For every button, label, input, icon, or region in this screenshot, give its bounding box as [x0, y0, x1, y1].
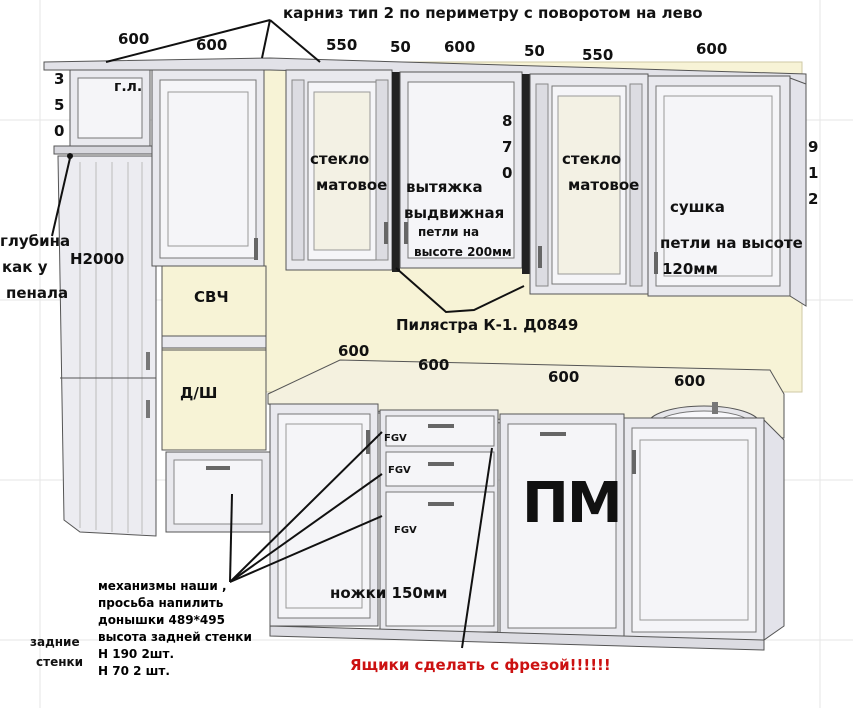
label-drawers-note: Ящики сделать с фрезой!!!!!! — [350, 656, 611, 674]
dim-mezz-1: 3 — [54, 70, 65, 88]
mechanisms-note: механизмы наши , просьба напилить донышк… — [98, 578, 252, 680]
label-legs: ножки 150мм — [330, 584, 448, 602]
note-line-6: Н 70 2 шт. — [98, 664, 170, 678]
label-dishwasher: Д/Ш — [180, 384, 218, 402]
label-hood-hinges-1: петли на — [418, 225, 480, 239]
label-hinges-right-2: 120мм — [662, 260, 718, 278]
dim-top-4: 50 — [390, 38, 411, 56]
dim-mezz-3: 0 — [54, 122, 65, 140]
label-hinges-right-1: петли на высоте — [660, 234, 803, 252]
note-line-2: просьба напилить — [98, 596, 224, 610]
label-depth-1: глубина — [0, 232, 71, 250]
dim-top-5: 600 — [444, 38, 476, 56]
label-hood-1: вытяжка — [406, 178, 483, 196]
dim-top-2: 600 — [196, 36, 228, 54]
label-depth-2: как у — [2, 258, 48, 276]
dim-wall-1: 9 — [808, 138, 819, 156]
label-pilaster: Пилястра К-1. Д0849 — [396, 316, 579, 334]
note-line-1: механизмы наши , — [98, 579, 227, 593]
label-fgv-1: FGV — [384, 433, 407, 444]
label-glass-right-1: стекло — [562, 150, 622, 168]
label-back-walls-2: стенки — [36, 655, 84, 669]
dim-hood-1: 8 — [502, 112, 513, 130]
label-microwave: СВЧ — [194, 288, 229, 306]
label-hood-2: выдвижная — [404, 204, 505, 222]
label-fgv-3: FGV — [394, 525, 417, 536]
dim-top-3: 550 — [326, 36, 358, 54]
label-dryer: сушка — [670, 198, 725, 216]
dim-hood-3: 0 — [502, 164, 513, 182]
label-fridge-height: Н2000 — [70, 250, 125, 268]
dim-top-1: 600 — [118, 30, 150, 48]
label-glass-left-2: матовое — [316, 176, 388, 194]
fridge-column — [57, 155, 157, 537]
dim-counter-1: 600 — [338, 342, 370, 360]
plinth — [269, 625, 765, 651]
dim-counter-4: 600 — [674, 372, 706, 390]
label-depth-3: пенала — [6, 284, 69, 302]
note-line-3: донышки 489*495 — [98, 613, 225, 627]
dim-mezz-2: 5 — [54, 96, 65, 114]
dim-top-6: 50 — [524, 42, 545, 60]
base-cabinets — [269, 403, 785, 641]
dim-counter-2: 600 — [418, 356, 450, 374]
cornice-note: карниз тип 2 по периметру с поворотом на… — [283, 4, 703, 22]
dishwasher-niche — [161, 349, 267, 451]
label-hood-hinges-2: высоте 200мм — [414, 245, 512, 259]
dim-counter-3: 600 — [548, 368, 580, 386]
dim-hood-2: 7 — [502, 138, 513, 156]
dim-top-8: 600 — [696, 40, 728, 58]
label-glass-left-1: стекло — [310, 150, 370, 168]
label-fgv-2: FGV — [388, 465, 411, 476]
label-mezzanine: г.л. — [114, 79, 143, 95]
label-pm: ПМ — [522, 471, 623, 536]
dim-top-7: 550 — [582, 46, 614, 64]
label-glass-right-2: матовое — [568, 176, 640, 194]
upper-cabinets — [285, 69, 807, 307]
note-line-4: высота задней стенки — [98, 630, 252, 644]
dim-wall-3: 2 — [808, 190, 819, 208]
dim-wall-2: 1 — [808, 164, 819, 182]
note-line-5: Н 190 2шт. — [98, 647, 175, 661]
label-back-walls-1: задние — [30, 635, 80, 649]
